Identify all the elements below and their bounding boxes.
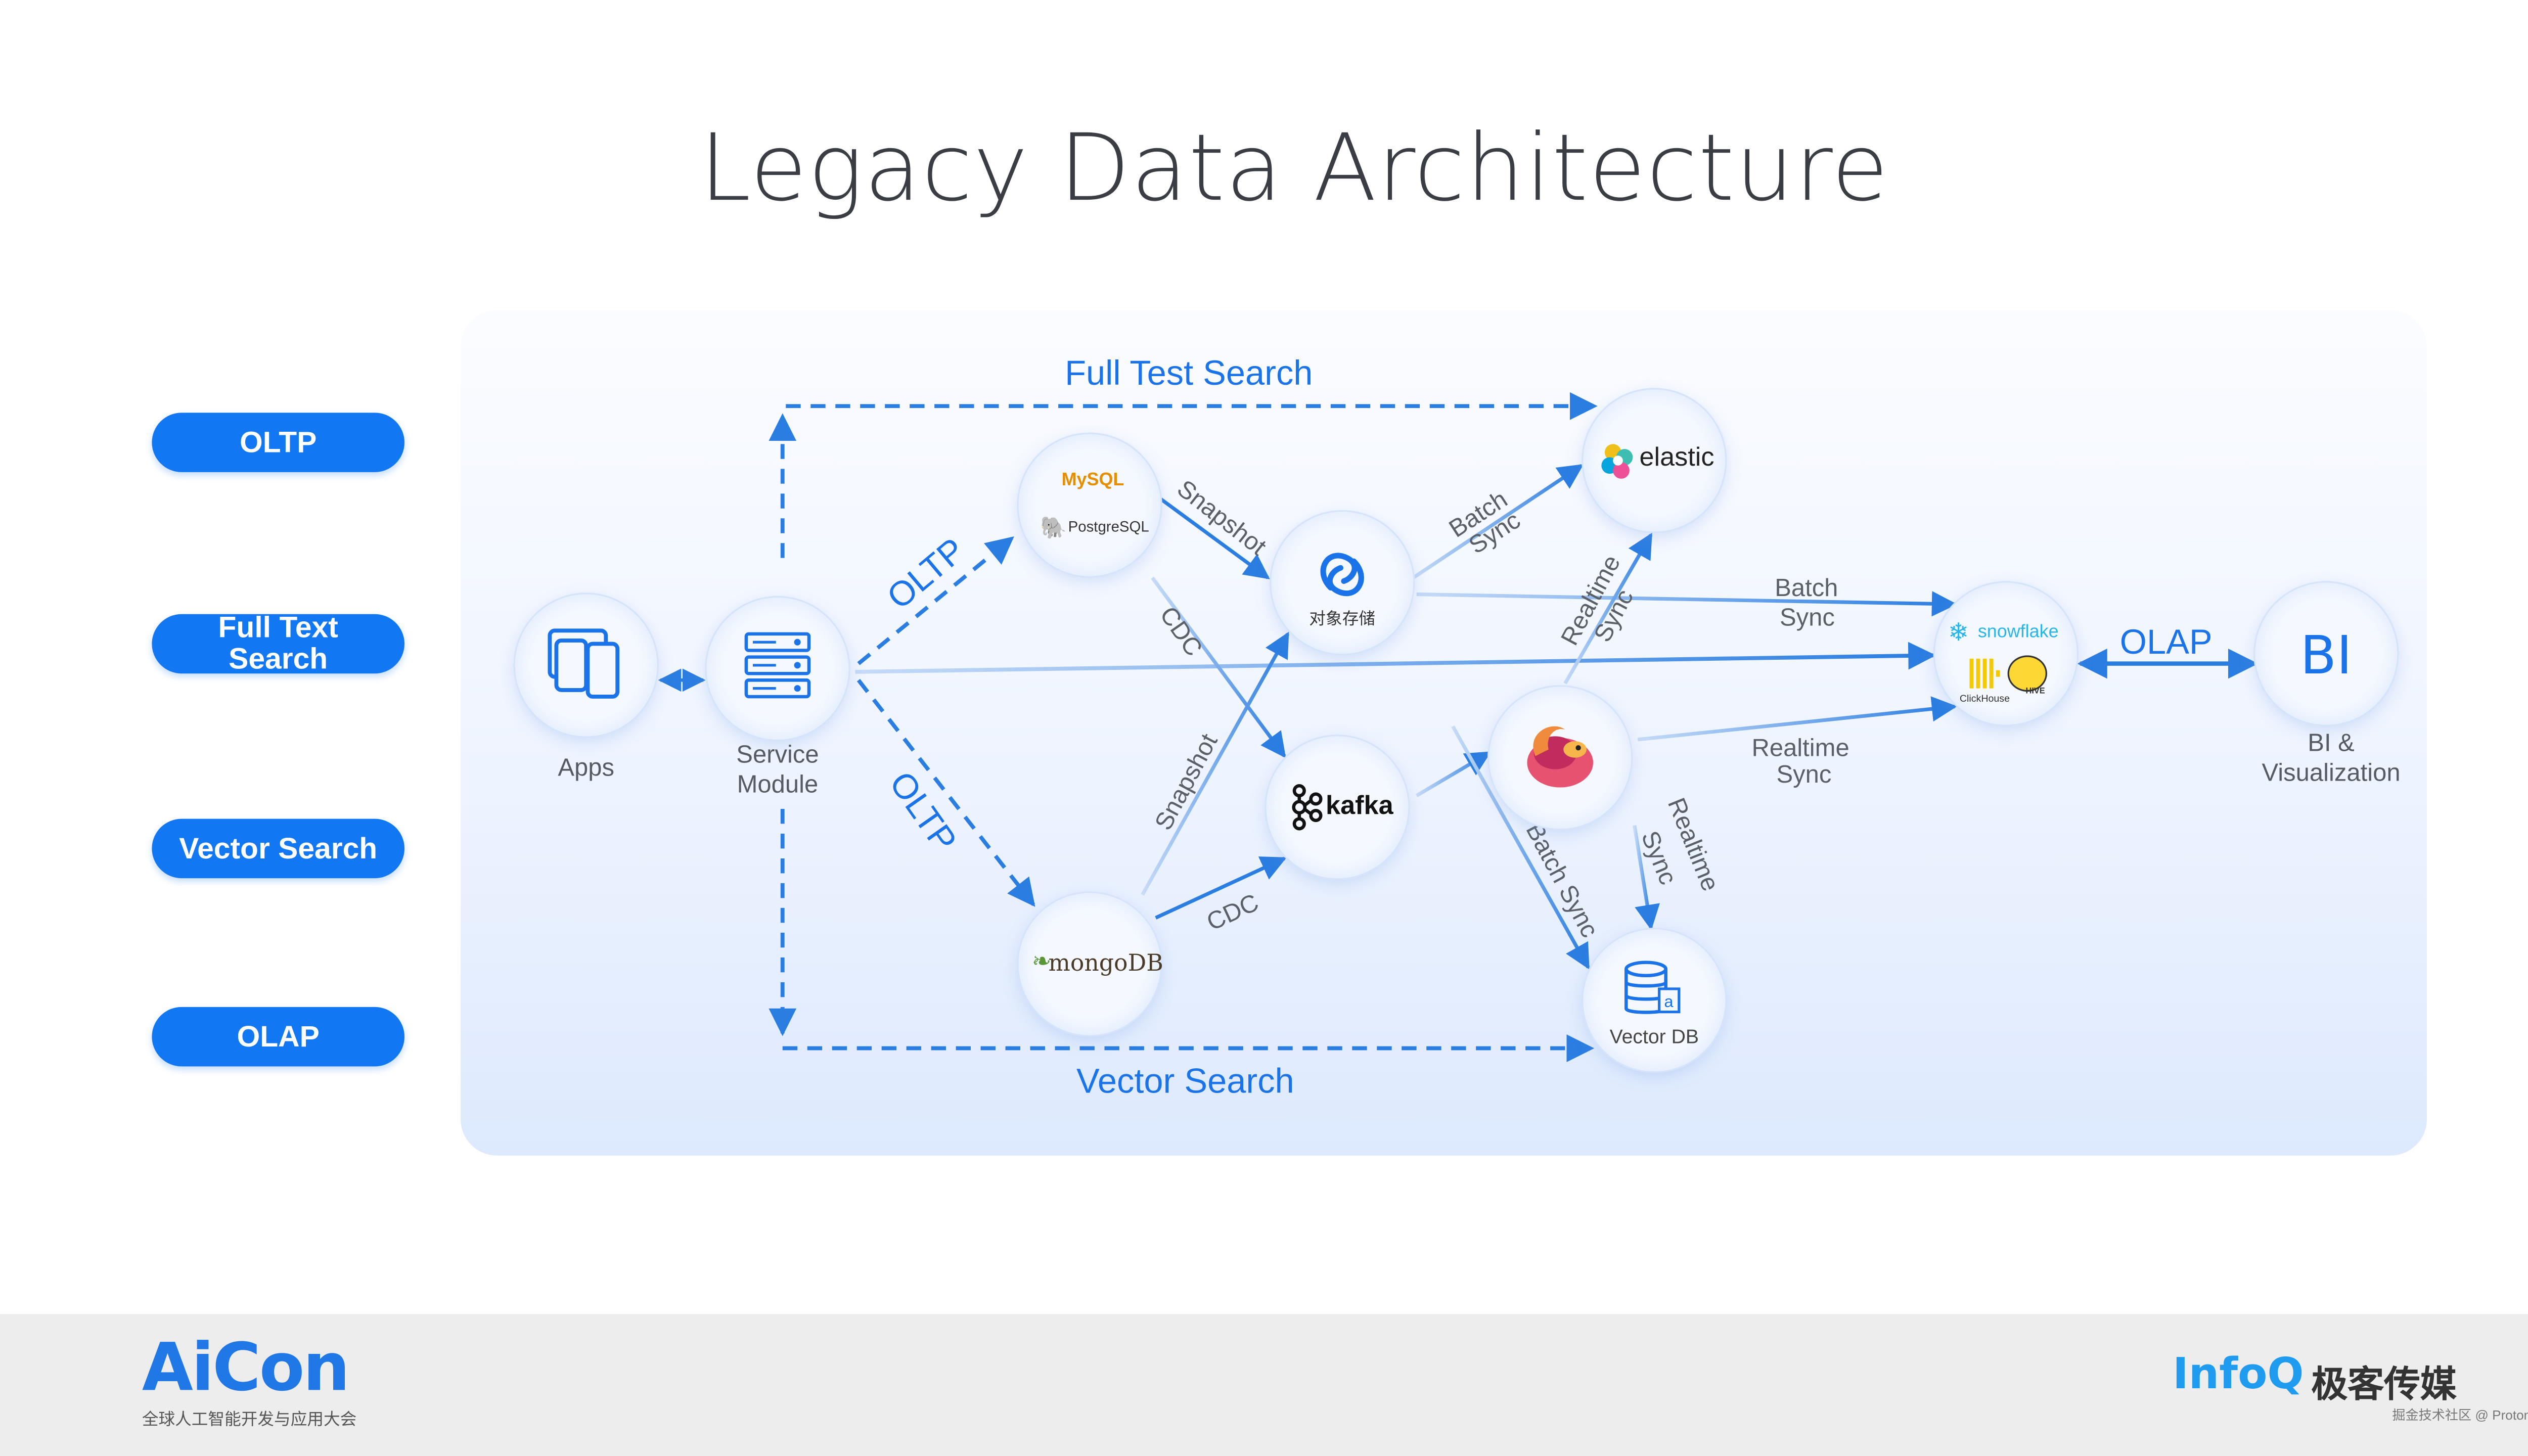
- edge-oltp-bottom: [856, 678, 1035, 907]
- hive-logo: HIVE: [2025, 687, 2045, 697]
- devices-icon: [548, 628, 620, 699]
- vector-db-node[interactable]: a Vector DB: [1583, 929, 1726, 1072]
- label-batch-olap-2: Sync: [1780, 604, 1835, 631]
- geekbang-logo: 极客传媒: [2311, 1363, 2457, 1405]
- edge-realtime-olap: [1637, 696, 1958, 742]
- snowflake-icon: ❄: [1948, 619, 1969, 647]
- kafka-icon: [1292, 784, 1323, 831]
- edge-batch-olap: [1416, 591, 1958, 617]
- label-vector-search: Vector Search: [1076, 1062, 1294, 1101]
- edge-snapshot-top: [1154, 493, 1270, 579]
- page-title: Legacy Data Architecture: [699, 115, 1889, 223]
- chain-link-icon: [1320, 553, 1364, 597]
- postgresql-elephant-icon: 🐘: [1040, 515, 1067, 540]
- mongodb-node[interactable]: ❧ mongoDB: [1018, 893, 1163, 1035]
- credit-watermark: 掘金技术社区 @ ProtonBase: [2392, 1408, 2528, 1423]
- legend-full-text-search[interactable]: Full Text Search: [152, 612, 404, 674]
- label-cdc-left: CDC: [1154, 602, 1207, 661]
- elastic-icon: [1601, 444, 1633, 479]
- bi-icon: BI: [2300, 624, 2353, 687]
- mysql-logo: MySQL: [1061, 470, 1124, 490]
- label-realtime-olap-1: Realtime: [1751, 735, 1849, 762]
- database-icon: a: [1624, 961, 1681, 1014]
- edge-realtime-vector: [1633, 825, 1660, 931]
- edge-kafka-flink: [1415, 751, 1492, 797]
- kafka-logo: kafka: [1326, 792, 1393, 821]
- server-icon: [744, 632, 811, 699]
- bi-label: BI & Visualization: [2262, 730, 2401, 788]
- aicon-logo: AiCon: [142, 1330, 350, 1407]
- bi-node[interactable]: BI: [2255, 582, 2398, 725]
- mysql-postgresql-node[interactable]: MySQL 🐘 PostgreSQL: [1018, 434, 1161, 576]
- legend-olap[interactable]: OLAP: [152, 1007, 404, 1067]
- edge-cdc-bottom: [1155, 856, 1287, 920]
- olap-stores-node[interactable]: ❄ snowflake HIVE ClickHouse: [1934, 582, 2077, 725]
- service-module-node[interactable]: [706, 598, 849, 740]
- clickhouse-logo: ClickHouse: [1959, 695, 2010, 705]
- flink-squirrel-icon: [1527, 726, 1594, 788]
- object-storage-node[interactable]: 对象存储: [1271, 512, 1414, 654]
- edge-snapshot-bottom: [1141, 631, 1290, 896]
- edge-full-text-search: [769, 392, 1598, 558]
- aicon-subtitle: 全球人工智能开发与应用大会: [142, 1411, 357, 1430]
- footer: [0, 1314, 2528, 1456]
- clickhouse-bars-icon: [1969, 658, 2000, 689]
- edge-realtime-elastic: [1563, 532, 1653, 685]
- elastic-logo: elastic: [1639, 444, 1714, 472]
- svg-text:a: a: [1664, 992, 1674, 1011]
- label-oltp-top: OLTP: [880, 530, 972, 617]
- legend-oltp[interactable]: OLTP: [152, 413, 404, 472]
- postgresql-logo: PostgreSQL: [1068, 518, 1149, 535]
- edge-batch-vector: [1451, 725, 1590, 970]
- label-olap: OLAP: [2120, 622, 2213, 661]
- label-oltp-bottom: OLTP: [882, 764, 964, 859]
- elastic-node[interactable]: elastic: [1583, 389, 1726, 532]
- edge-batch-elastic: [1412, 464, 1584, 579]
- vector-db-label: Vector DB: [1609, 1025, 1699, 1049]
- object-storage-label: 对象存储: [1309, 611, 1375, 629]
- infoq-logo: InfoQ: [2173, 1350, 2304, 1400]
- service-module-label: Service Module: [736, 741, 819, 799]
- legend-vector-search[interactable]: Vector Search: [152, 818, 404, 879]
- edge-cdc-left: [1151, 576, 1286, 758]
- apps-node[interactable]: [515, 594, 657, 737]
- apps-label: Apps: [558, 754, 614, 783]
- label-batch-olap-1: Batch: [1775, 574, 1838, 602]
- label-full-text-search: Full Test Search: [1065, 353, 1313, 392]
- hive-bee-icon: [2007, 655, 2047, 692]
- edge-oltp-top: [857, 536, 1014, 665]
- edge-vector-search: [769, 808, 1595, 1062]
- snowflake-logo: snowflake: [1977, 622, 2059, 643]
- label-cdc-bottom: CDC: [1203, 889, 1263, 936]
- edge-service-olap: [855, 642, 1936, 674]
- kafka-node[interactable]: kafka: [1266, 736, 1409, 879]
- leaf-icon: ❧: [1031, 947, 1052, 974]
- label-realtime-olap-2: Sync: [1776, 761, 1831, 788]
- flink-node[interactable]: [1489, 687, 1632, 829]
- mongodb-logo: mongoDB: [1048, 950, 1163, 978]
